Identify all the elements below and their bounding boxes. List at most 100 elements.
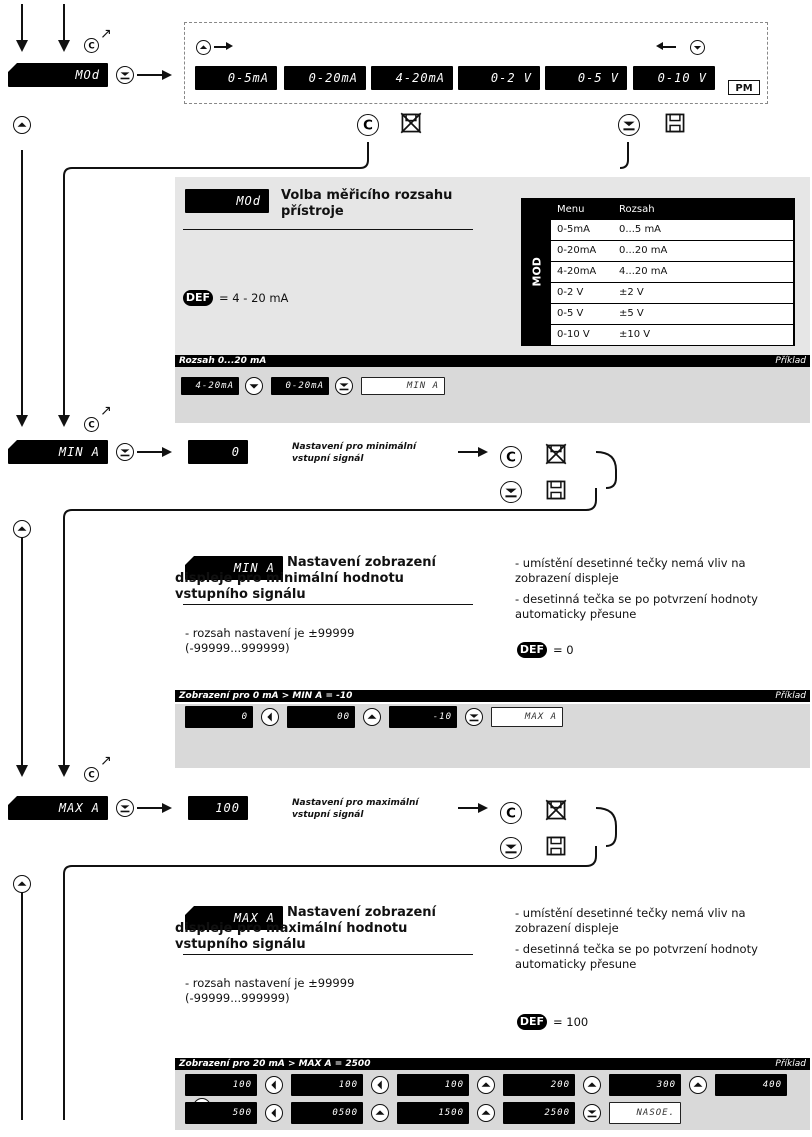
table-cell-range: 0...20 mA xyxy=(619,245,668,256)
arrow-line xyxy=(214,46,228,48)
arrow-right xyxy=(162,803,172,813)
up-icon[interactable] xyxy=(13,116,31,134)
c-escape-icon[interactable] xyxy=(500,446,522,468)
up-icon[interactable] xyxy=(13,875,31,893)
arrow-up-right-icon: ↗ xyxy=(100,403,112,419)
table-cell-menu: 4-20mA xyxy=(557,266,597,277)
arrow-line xyxy=(137,74,163,76)
left-icon xyxy=(265,1104,283,1122)
option-4-20ma[interactable]: 4-20mA xyxy=(371,66,453,90)
option-0-5v[interactable]: 0-5 V xyxy=(545,66,627,90)
def-value: = 100 xyxy=(553,1015,589,1029)
def-badge: DEF xyxy=(517,1014,547,1030)
example-step: 400 xyxy=(715,1074,787,1096)
left-icon xyxy=(261,708,279,726)
divider xyxy=(183,229,473,230)
example-title: Zobrazení pro 0 mA > MIN A = -10 xyxy=(179,691,353,701)
def-value: = 0 xyxy=(553,643,574,657)
table-cell-menu: 0-2 V xyxy=(557,287,584,298)
menu-mod-display[interactable]: MOd xyxy=(8,63,108,87)
table-cell-menu: 0-5mA xyxy=(557,224,590,235)
enter-icon[interactable] xyxy=(500,481,522,503)
min-panel: MIN A Nastavení zobrazení displeje pro m… xyxy=(175,548,810,768)
example-header: Zobrazení pro 0 mA > MIN A = -10 Příklad xyxy=(175,690,810,702)
example-step: 1500 xyxy=(397,1102,469,1124)
arrow-left-small xyxy=(656,42,663,50)
max-panel: MAX A Nastavení zobrazení displeje pro m… xyxy=(175,898,810,1130)
enter-icon[interactable] xyxy=(618,114,640,136)
up-icon xyxy=(689,1076,707,1094)
up-icon xyxy=(371,1104,389,1122)
example-step: 2500 xyxy=(503,1102,575,1124)
example-header: Rozsah 0...20 mA Příklad xyxy=(175,355,810,367)
max-desc: Nastavení pro maximální vstupní signál xyxy=(292,798,419,820)
example-step: 100 xyxy=(397,1074,469,1096)
down-icon xyxy=(245,377,263,395)
example-step: 200 xyxy=(503,1074,575,1096)
enter-icon[interactable] xyxy=(116,443,134,461)
table-row: 0-10 V±10 V xyxy=(551,325,793,345)
option-0-5ma[interactable]: 0-5mA xyxy=(195,66,277,90)
arrow-line xyxy=(137,451,163,453)
max-note-1: - umístění desetinné tečky nemá vliv na … xyxy=(515,906,746,935)
enter-icon[interactable] xyxy=(116,799,134,817)
min-value-display[interactable]: 0 xyxy=(188,440,248,464)
def-value: = 4 - 20 mA xyxy=(219,291,289,305)
max-title: Nastavení zobrazení displeje pro maximál… xyxy=(175,905,436,952)
c-escape-icon[interactable] xyxy=(500,802,522,824)
min-panel-display: MIN A xyxy=(185,556,283,580)
arrow-right xyxy=(162,70,172,80)
c-escape-icon[interactable] xyxy=(84,38,99,53)
table-cell-range: ±5 V xyxy=(619,308,644,319)
c-escape-icon[interactable] xyxy=(84,767,99,782)
entry-line-1 xyxy=(21,4,23,42)
arrow-down xyxy=(58,765,70,777)
c-escape-icon[interactable] xyxy=(84,417,99,432)
arrow-line xyxy=(662,46,676,48)
example-step: 0500 xyxy=(291,1102,363,1124)
down-icon[interactable] xyxy=(690,40,705,55)
table-side-label: MOD xyxy=(530,257,544,287)
no-save-icon xyxy=(545,799,567,821)
left-icon xyxy=(265,1076,283,1094)
option-0-2v[interactable]: 0-2 V xyxy=(458,66,540,90)
table-row: 4-20mA 4...20 mA xyxy=(551,262,793,282)
menu-max-display[interactable]: MAX A xyxy=(8,796,108,820)
up-icon[interactable] xyxy=(13,520,31,538)
max-note-2: - desetinná tečka se po potvrzení hodnot… xyxy=(515,942,758,971)
example-step: 0 xyxy=(185,706,253,728)
enter-icon xyxy=(335,377,353,395)
up-icon[interactable] xyxy=(196,40,211,55)
table-header-range: Rozsah xyxy=(619,204,655,215)
option-0-20ma[interactable]: 0-20mA xyxy=(284,66,366,90)
left-icon xyxy=(371,1076,389,1094)
example-label: Příklad xyxy=(775,691,806,701)
enter-icon xyxy=(583,1104,601,1122)
min-note-2: - desetinná tečka se po potvrzení hodnot… xyxy=(515,592,758,621)
up-icon xyxy=(477,1076,495,1094)
table-row: 0-5 V±5 V xyxy=(551,304,793,324)
no-save-icon xyxy=(545,443,567,465)
mod-title: Volba měřicího rozsahu přístroje xyxy=(281,188,453,219)
example-step: MIN A xyxy=(361,377,445,395)
pm-badge: PM xyxy=(728,80,760,95)
menu-min-display[interactable]: MIN A xyxy=(8,440,108,464)
example-step: NASOE. xyxy=(609,1102,681,1124)
example-label: Příklad xyxy=(775,356,806,366)
enter-icon[interactable] xyxy=(116,66,134,84)
table-cell-range: 0...5 mA xyxy=(619,224,662,235)
arrow-right-small xyxy=(226,42,233,50)
example-step: 300 xyxy=(609,1074,681,1096)
max-value-display[interactable]: 100 xyxy=(188,796,248,820)
option-0-10v[interactable]: 0-10 V xyxy=(633,66,715,90)
up-icon xyxy=(583,1076,601,1094)
table-cell-menu: 0-10 V xyxy=(557,329,590,340)
enter-icon[interactable] xyxy=(500,837,522,859)
arrow-right xyxy=(478,803,488,813)
c-escape-icon[interactable] xyxy=(357,114,379,136)
table-cell-range: 4...20 mA xyxy=(619,266,668,277)
min-bullet: - rozsah nastavení je ±99999 (-99999...9… xyxy=(185,626,355,655)
enter-icon xyxy=(465,708,483,726)
